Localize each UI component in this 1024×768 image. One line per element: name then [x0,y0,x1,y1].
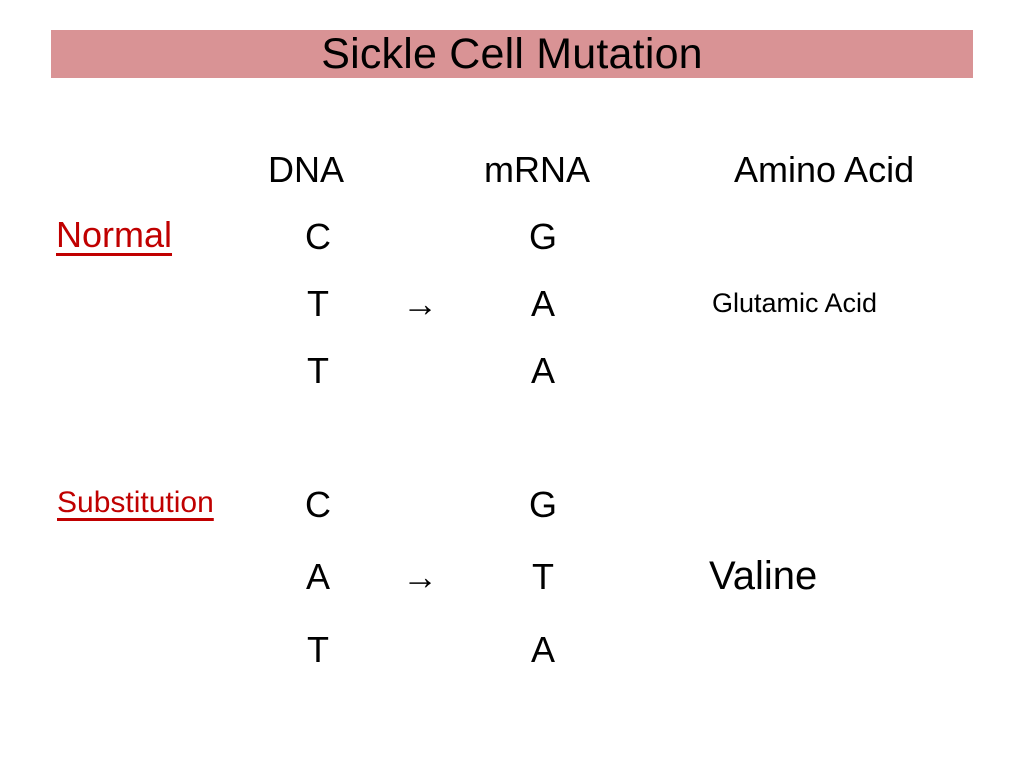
dna-base-normal-2: T [307,283,329,324]
title-banner: Sickle Cell Mutation [51,30,973,78]
mrna-base-substitution-2: T [532,556,554,597]
mrna-base-normal-2: A [530,283,555,324]
mrna-base-substitution-1: G [528,484,557,525]
transcription-arrow-icon-normal: → [402,283,438,324]
column-header-amino-acid: Amino Acid [734,149,915,190]
column-header-mrna: mRNA [484,149,590,190]
amino-acid-value-normal: Glutamic Acid [712,288,878,318]
page-title: Sickle Cell Mutation [321,29,703,78]
dna-base-substitution-3: T [307,629,329,670]
transcription-arrow-icon-substitution: → [402,556,438,597]
mrna-base-normal-3: A [530,350,555,391]
mrna-base-normal-1: G [528,216,557,257]
row-group-label-normal: Normal [56,214,173,255]
row-group-label-substitution: Substitution [57,486,214,519]
dna-base-normal-3: T [307,350,329,391]
column-header-dna: DNA [268,149,345,190]
dna-base-normal-1: C [305,216,331,257]
amino-acid-value-substitution: Valine [709,554,818,598]
dna-base-substitution-1: C [305,484,331,525]
mrna-base-substitution-3: A [530,629,555,670]
dna-base-substitution-2: A [305,556,330,597]
